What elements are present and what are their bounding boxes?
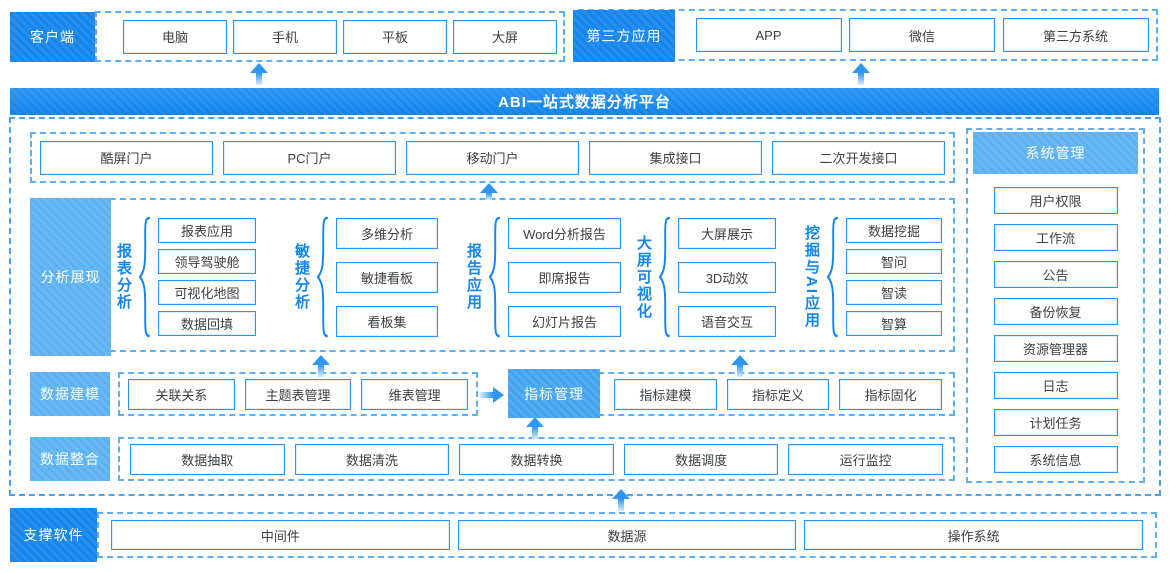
brace-icon bbox=[658, 216, 670, 338]
feature-box: 看板集 bbox=[336, 305, 438, 337]
group-items: 多维分析敏捷看板看板集 bbox=[336, 217, 438, 337]
metric-box: 指标建模 bbox=[614, 378, 717, 410]
feature-box: 报表应用 bbox=[158, 218, 256, 243]
support-box: 操作系统 bbox=[804, 520, 1144, 550]
group-items: Word分析报告即席报告幻灯片报告 bbox=[508, 217, 621, 337]
feature-box: 大屏展示 bbox=[678, 217, 776, 249]
up-arrow-icon bbox=[612, 489, 630, 511]
system-box: 日志 bbox=[993, 372, 1118, 399]
system-box: 系统信息 bbox=[993, 446, 1118, 473]
group-items: 数据挖掘智问智读智算 bbox=[846, 218, 942, 336]
portal-box: 二次开发接口 bbox=[772, 140, 945, 175]
group-label: 大屏可视化 bbox=[635, 234, 652, 320]
up-arrow-icon bbox=[526, 417, 544, 439]
up-arrow-icon bbox=[480, 183, 498, 200]
metric-group: 指标建模指标定义指标固化 bbox=[508, 372, 955, 416]
analysis-group-report-app: 报告应用 Word分析报告即席报告幻灯片报告 bbox=[465, 212, 621, 342]
right-arrow-icon bbox=[480, 387, 504, 403]
third-party-box: APP bbox=[695, 18, 842, 52]
support-group: 中间件数据源操作系统 bbox=[97, 512, 1157, 558]
modeling-box: 主题表管理 bbox=[244, 378, 352, 410]
client-box: 大屏 bbox=[453, 19, 557, 54]
metric-hub-label: 指标管理 bbox=[508, 369, 600, 418]
integration-label: 数据整合 bbox=[30, 437, 110, 481]
third-party-label: 第三方应用 bbox=[573, 10, 675, 62]
metric-box: 指标定义 bbox=[726, 378, 830, 410]
system-management-label: 系统管理 bbox=[973, 132, 1138, 174]
feature-box: 智读 bbox=[846, 280, 942, 305]
brace-icon bbox=[138, 216, 150, 338]
integration-box: 运行监控 bbox=[788, 443, 943, 475]
portal-box: 移动门户 bbox=[406, 140, 579, 175]
system-management-panel: 系统管理 用户权限工作流公告备份恢复资源管理器日志计划任务系统信息 bbox=[966, 128, 1145, 483]
integration-group: 数据抽取数据清洗数据转换数据调度运行监控 bbox=[118, 437, 955, 481]
analysis-section: 分析展现 报表分析 报表应用领导驾驶舱可视化地图数据回填 敏捷分析 多维分析敏捷… bbox=[30, 198, 955, 356]
modeling-box: 维表管理 bbox=[361, 378, 469, 410]
client-group: 电脑手机平板大屏 bbox=[95, 11, 565, 62]
group-label: 报表分析 bbox=[115, 243, 132, 311]
group-label: 敏捷分析 bbox=[293, 243, 310, 311]
brace-icon bbox=[488, 216, 500, 338]
feature-box: 数据回填 bbox=[158, 311, 256, 336]
up-arrow-icon bbox=[312, 355, 330, 377]
portal-row: 酷屏门户 PC门户移动门户集成接口二次开发接口 bbox=[30, 132, 955, 183]
group-items: 报表应用领导驾驶舱可视化地图数据回填 bbox=[158, 218, 256, 336]
platform-banner: ABI一站式数据分析平台 bbox=[10, 88, 1159, 115]
client-label: 客户端 bbox=[10, 12, 95, 62]
feature-box: 智问 bbox=[846, 249, 942, 274]
feature-box: 数据挖掘 bbox=[846, 218, 942, 243]
integration-box: 数据清洗 bbox=[294, 443, 450, 475]
modeling-relation-group: 关联关系主题表管理维表管理 bbox=[118, 372, 478, 416]
metric-box: 指标固化 bbox=[839, 378, 943, 410]
support-box: 数据源 bbox=[457, 520, 797, 550]
analysis-group-report: 报表分析 报表应用领导驾驶舱可视化地图数据回填 bbox=[115, 212, 256, 342]
portal-box: PC门户 bbox=[223, 140, 396, 175]
third-party-box: 微信 bbox=[849, 18, 995, 52]
client-box: 平板 bbox=[343, 19, 447, 54]
client-box: 电脑 bbox=[123, 19, 227, 54]
group-items: 大屏展示 3D动效语音交互 bbox=[678, 217, 776, 337]
platform-border bbox=[9, 117, 1161, 496]
integration-box: 数据抽取 bbox=[130, 443, 285, 475]
feature-box: 幻灯片报告 bbox=[508, 305, 621, 337]
feature-box: 即席报告 bbox=[508, 261, 621, 293]
up-arrow-icon bbox=[731, 355, 749, 377]
support-label: 支撑软件 bbox=[10, 508, 97, 562]
support-box: 中间件 bbox=[111, 520, 450, 550]
analysis-group-ai: 挖掘与AI应用 数据挖掘智问智读智算 bbox=[803, 212, 942, 342]
third-party-box: 第三方系统 bbox=[1002, 18, 1149, 52]
group-label: 报告应用 bbox=[465, 243, 482, 311]
portal-box: 集成接口 bbox=[589, 140, 762, 175]
feature-box: 语音交互 bbox=[678, 305, 776, 337]
up-arrow-icon bbox=[250, 63, 268, 85]
group-label: 挖掘与AI应用 bbox=[803, 225, 820, 329]
feature-box: 可视化地图 bbox=[158, 280, 256, 305]
analysis-group-agile: 敏捷分析 多维分析敏捷看板看板集 bbox=[293, 212, 438, 342]
feature-box: Word分析报告 bbox=[508, 217, 621, 249]
feature-box: 领导驾驶舱 bbox=[158, 249, 256, 274]
modeling-box: 关联关系 bbox=[128, 378, 235, 410]
feature-box: 敏捷看板 bbox=[336, 261, 438, 293]
analysis-group-bigscreen: 大屏可视化 大屏展示 3D动效语音交互 bbox=[635, 212, 776, 342]
system-box: 计划任务 bbox=[993, 409, 1118, 436]
up-arrow-icon bbox=[852, 63, 870, 85]
system-box: 公告 bbox=[993, 261, 1118, 288]
integration-box: 数据调度 bbox=[623, 443, 779, 475]
feature-box: 3D动效 bbox=[678, 261, 776, 293]
integration-box: 数据转换 bbox=[459, 443, 614, 475]
feature-box: 智算 bbox=[846, 311, 942, 336]
system-box: 资源管理器 bbox=[993, 335, 1118, 362]
analysis-label: 分析展现 bbox=[30, 198, 111, 356]
brace-icon bbox=[826, 216, 838, 338]
system-box: 用户权限 bbox=[993, 187, 1118, 214]
client-box: 手机 bbox=[233, 19, 337, 54]
brace-icon bbox=[316, 216, 328, 338]
portal-box: 酷屏门户 bbox=[40, 140, 213, 175]
system-box: 工作流 bbox=[993, 224, 1118, 251]
feature-box: 多维分析 bbox=[336, 217, 438, 249]
system-box: 备份恢复 bbox=[993, 298, 1118, 325]
modeling-label: 数据建模 bbox=[30, 372, 110, 416]
system-items: 用户权限工作流公告备份恢复资源管理器日志计划任务系统信息 bbox=[993, 187, 1118, 473]
